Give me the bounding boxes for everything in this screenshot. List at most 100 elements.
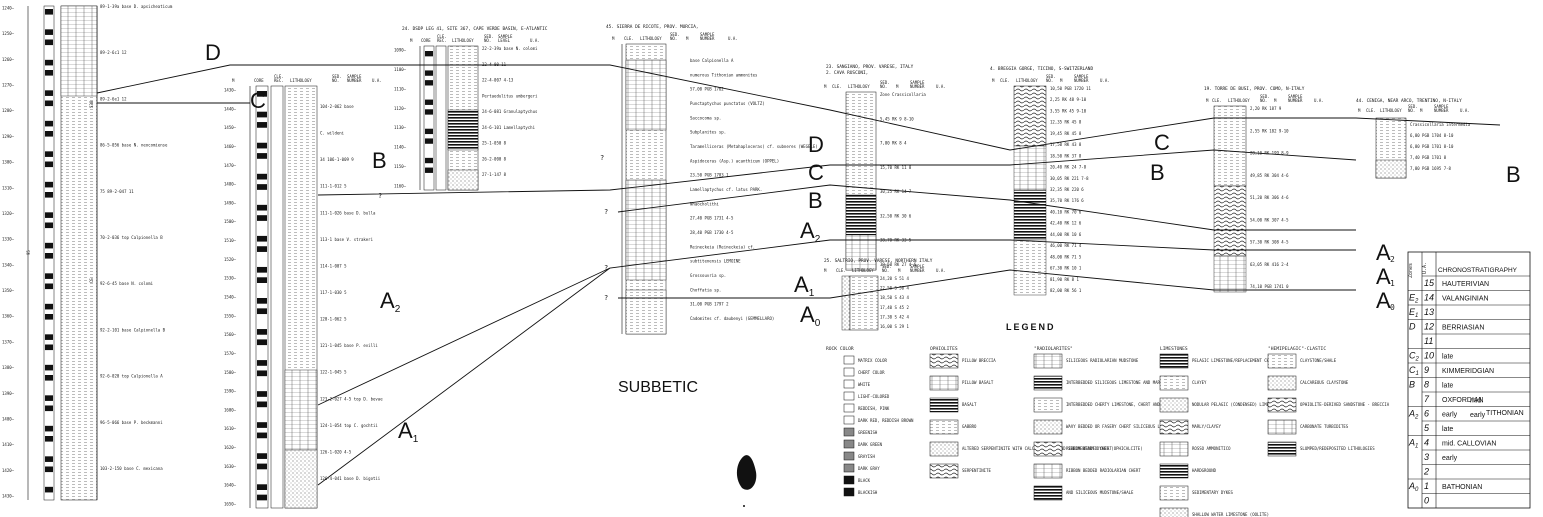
depth-tick: 1550— xyxy=(224,313,237,318)
label-C-breggia: C xyxy=(1154,130,1170,155)
legend-item: HARDGROUND xyxy=(1192,468,1217,473)
svg-text:LITHOLOGY: LITHOLOGY xyxy=(848,84,870,89)
sample-note: 124-1-054 top C. gochtii xyxy=(320,423,378,428)
sample-note: 122-1-045 5 xyxy=(320,370,347,375)
depth-tick: 1270— xyxy=(2,83,15,88)
svg-text:U.A.: U.A. xyxy=(1100,78,1110,83)
svg-text:45. SIERRA DE RICOTE, PROV. MU: 45. SIERRA DE RICOTE, PROV. MURCIA, xyxy=(606,24,699,30)
chrono-zone: D xyxy=(1409,322,1416,332)
depth-tick: 1390— xyxy=(2,391,15,396)
legend-item: GREENISH xyxy=(858,430,878,435)
svg-text:CHRONOSTRATIGRAPHY: CHRONOSTRATIGRAPHY xyxy=(1438,267,1518,274)
sample-note: Pertaedulitus umbergeri xyxy=(482,93,538,98)
depth-tick: 1240— xyxy=(2,6,15,11)
sample-note: 17,40 S 45 2 xyxy=(880,305,909,310)
depth-tick: 1140— xyxy=(394,145,407,150)
sample-note: 32,50 RK 30 6 xyxy=(880,213,912,218)
svg-text:M: M xyxy=(1274,98,1277,103)
chrono-ua: 0 xyxy=(1424,496,1429,506)
depth-tick: 1540— xyxy=(224,295,237,300)
svg-text:M: M xyxy=(410,38,413,43)
depth-tick: 1410— xyxy=(2,442,15,447)
sample-note: 30,05 RK 221 7-8 xyxy=(1050,176,1089,181)
chrono-ua: 2 xyxy=(1423,467,1429,477)
svg-text:NUMBER: NUMBER xyxy=(1074,78,1089,83)
sample-note: 89-2-6e1 12 xyxy=(100,96,127,101)
sample-note: 28,40 PGB 1730 4-5 xyxy=(690,230,734,235)
chrono-ua: 6 xyxy=(1424,409,1429,419)
svg-text:0: 0 xyxy=(1390,303,1395,312)
svg-text:CLE.: CLE. xyxy=(624,36,634,41)
svg-text:A: A xyxy=(1376,288,1391,313)
sample-note: base Calpionella A xyxy=(690,58,734,63)
depth-tick: 1520— xyxy=(224,257,237,262)
svg-text:NO.: NO. xyxy=(484,38,491,43)
chrono-stage: mid. CALLOVIAN xyxy=(1442,441,1496,448)
label-B-ceniga: B xyxy=(1506,162,1521,187)
sample-note: 67,30 RK 10 1 xyxy=(1050,266,1082,271)
svg-text:U.A.: U.A. xyxy=(1460,108,1470,113)
chrono-ua: 10 xyxy=(1424,351,1434,361)
sample-note: 111-1-026 base D. bulla xyxy=(320,210,376,215)
depth-tick: 1160— xyxy=(394,184,407,189)
legend-item: SERPENTINITE xyxy=(962,468,991,473)
svg-text:LITHOLOGY: LITHOLOGY xyxy=(852,268,874,273)
svg-text:CLE.: CLE. xyxy=(832,84,842,89)
chrono-stage: TITHONIAN xyxy=(1486,410,1524,417)
sample-note: 7,40 PGB 1701 8 xyxy=(1410,155,1447,160)
depth-tick: 1560— xyxy=(224,332,237,337)
depth-tick: 1450— xyxy=(224,125,237,130)
depth-tick: 1400— xyxy=(2,416,15,421)
label-A2-left: A2 xyxy=(380,288,401,315)
sample-note: 92-6-45 base N. colomi xyxy=(100,281,154,286)
sample-note: subtitenensis LEMOINE xyxy=(690,259,741,264)
legend-item: SEDIMENTARY DYKES xyxy=(1192,490,1234,495)
label-A1-left: A1 xyxy=(398,418,419,445)
legend-item: BASALT xyxy=(962,402,977,407)
svg-text:NUMBER: NUMBER xyxy=(910,84,925,89)
sample-note: 27,40 PGB 1731 4-5 xyxy=(690,216,734,221)
sample-note: 34 106-1-009 9 xyxy=(320,157,354,162)
svg-text:REC.: REC. xyxy=(437,38,447,43)
sample-note: 103-2-150 base C. mexicana xyxy=(100,466,163,471)
sample-note: 19,45 RK 45 8 xyxy=(1050,131,1082,136)
chrono-stage: early xyxy=(1442,412,1458,419)
column-breggia-gorge: 4. BREGGIA GORGE, TICINO, S-SWITZERLAND … xyxy=(990,66,1110,295)
sample-note: 32,35 RK 220 6 xyxy=(1050,187,1084,192)
sample-note: 89-1-39a base D. apsicheaticum xyxy=(100,4,173,9)
svg-text:?: ? xyxy=(604,294,608,302)
depth-tick: 1500— xyxy=(224,219,237,224)
svg-text:M: M xyxy=(992,78,995,83)
chrono-ua: 13 xyxy=(1424,307,1434,317)
sample-note: 121-1-045 base P. evilli xyxy=(320,343,378,348)
chrono-ua: 3 xyxy=(1424,452,1429,462)
sample-note: 26-2-000 8 xyxy=(482,156,507,161)
chrono-stage: BATHONIAN xyxy=(1442,484,1482,491)
legend-heading: "HEMIPELAGIC"-CLASTIC xyxy=(1268,346,1326,352)
depth-tick: 1280— xyxy=(2,108,15,113)
depth-tick: 1360— xyxy=(2,314,15,319)
depth-tick: 1300— xyxy=(2,160,15,165)
sample-note: Cadomites cf. daubenyi (GEMMELLARO) xyxy=(690,316,774,321)
legend-item: RIBBON BEDDED CHERT xyxy=(1066,446,1112,451)
sample-note: 2,25 RK 48 9-10 xyxy=(1050,97,1087,102)
sample-note: 120-1-062 5 xyxy=(320,317,347,322)
depth-tick: 1440— xyxy=(224,106,237,111)
label-A1-mid: A1 xyxy=(794,272,815,299)
legend: LEGEND ROCK COLORMATRIX COLORCHERT COLOR… xyxy=(826,322,1390,517)
chrono-stage: late xyxy=(1442,383,1453,390)
label-B-breggia: B xyxy=(1150,160,1165,185)
depth-tick: 1640— xyxy=(224,483,237,488)
sample-note: 92-6-020 top Calpionella A xyxy=(100,374,163,379)
label-B-left: B xyxy=(372,148,387,173)
sample-note: 49,85 RK 304 4-6 xyxy=(1250,173,1289,178)
legend-item: LIGHT-COLORED xyxy=(858,394,890,399)
svg-text:U.A.: U.A. xyxy=(936,84,946,89)
label-A2-mid: A2 xyxy=(800,218,821,245)
svg-text:M: M xyxy=(896,84,899,89)
column-2: M CORE CLE. REC. LITHOLOGY SED. NO. SAMP… xyxy=(224,74,383,508)
depth-tick: 1470— xyxy=(224,163,237,168)
sample-note: 126-1-020 4-5 xyxy=(320,449,352,454)
depth-tick: 1380— xyxy=(2,365,15,370)
depth-tick: 1260— xyxy=(2,57,15,62)
